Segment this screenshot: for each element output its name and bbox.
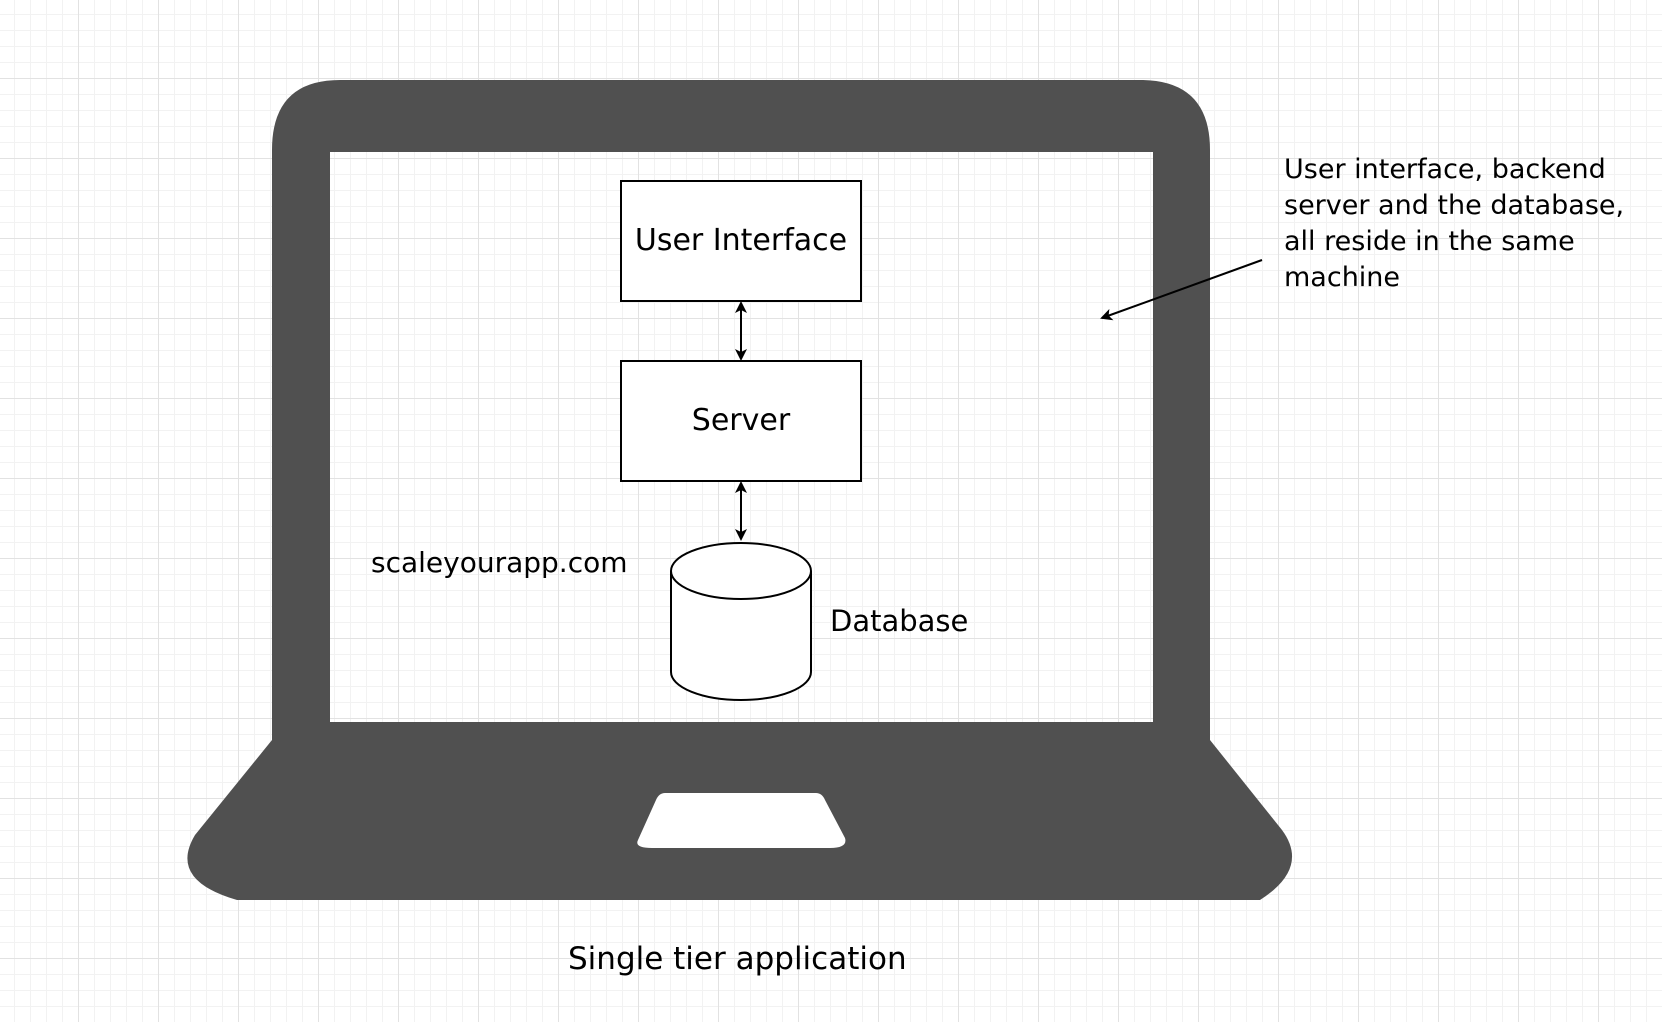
watermark-text: scaleyourapp.com	[371, 546, 628, 579]
user-interface-label: User Interface	[634, 223, 848, 258]
user-interface-box	[620, 180, 862, 302]
diagram-caption: Single tier application	[568, 941, 907, 977]
annotation-note: User interface, backend server and the d…	[1284, 154, 1625, 293]
laptop-icon	[187, 80, 1293, 900]
server-label: Server	[691, 403, 791, 438]
laptop-screen-bezel	[272, 80, 1210, 745]
database-cylinder-icon	[670, 542, 812, 701]
database-label: Database	[830, 604, 969, 638]
annotation-arrow	[1100, 259, 1263, 321]
laptop-trackpad	[637, 793, 846, 848]
